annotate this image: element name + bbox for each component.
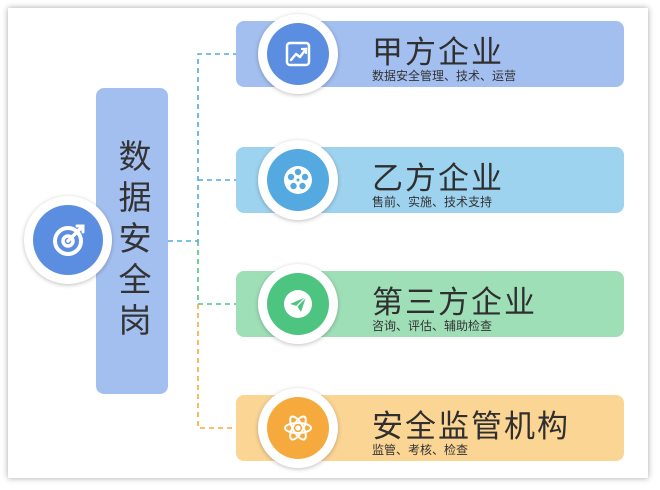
branch-subtitle-1: 数据安全管理、技术、运营 — [372, 69, 517, 83]
root-title: 数据安全岗 — [113, 138, 152, 344]
branch-icon-badge-4 — [258, 388, 338, 468]
branch-title-3: 第三方企业 — [372, 285, 537, 321]
branch-title-4: 安全监管机构 — [372, 409, 570, 445]
branch-icon-badge-1 — [258, 14, 338, 94]
paper-plane-icon — [284, 290, 312, 318]
atom-icon — [284, 415, 312, 441]
branch-subtitle-3: 咨询、评估、辅助检查 — [372, 319, 493, 333]
film-reel-icon — [284, 166, 312, 194]
target-icon — [53, 224, 85, 256]
branch-title-1: 甲方企业 — [372, 35, 504, 71]
branch-icon-badge-3 — [258, 264, 338, 344]
branch-subtitle-4: 监管、考核、检查 — [372, 443, 469, 457]
root-icon-badge — [24, 196, 112, 284]
branch-subtitle-2: 售前、实施、技术支持 — [372, 195, 493, 209]
root-icon-circle — [33, 205, 103, 275]
branch-title-2: 乙方企业 — [372, 161, 504, 197]
branch-icon-badge-2 — [258, 140, 338, 220]
chart-growth-icon — [285, 41, 311, 67]
